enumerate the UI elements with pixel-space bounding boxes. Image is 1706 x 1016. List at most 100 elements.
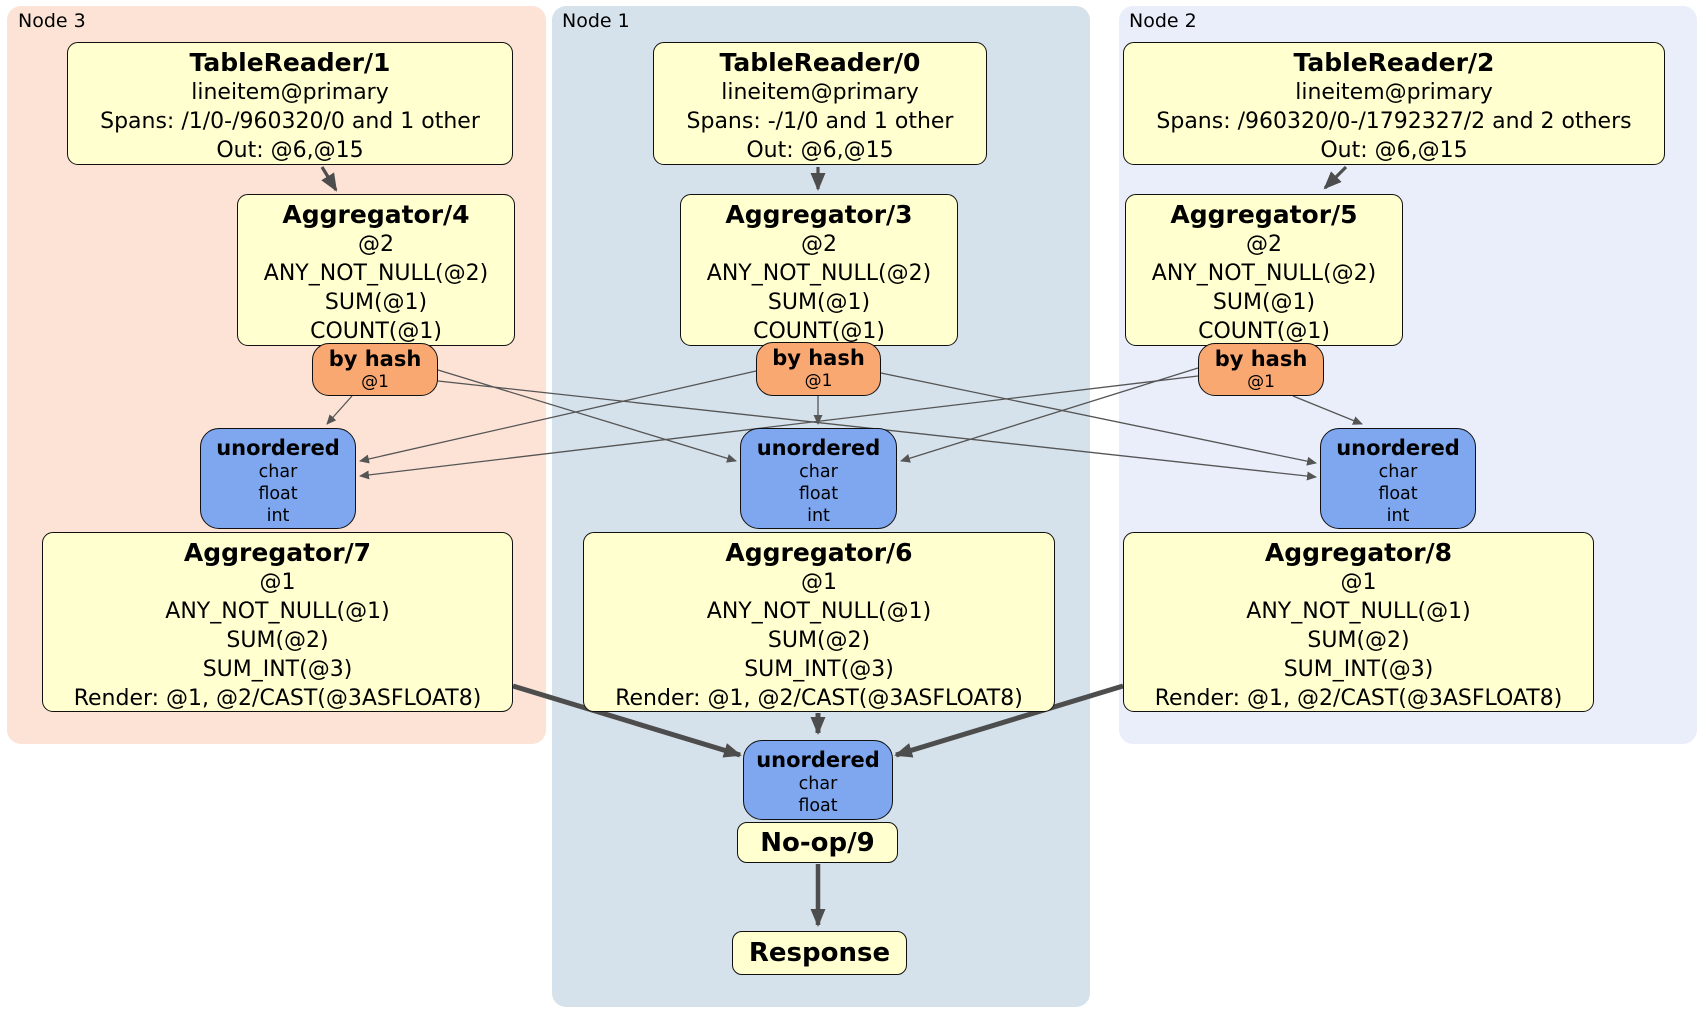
region-label-node2: Node 2: [1129, 10, 1197, 32]
processor-tablereader-2: TableReader/2 lineitem@primary Spans: /9…: [1123, 42, 1665, 165]
sync-unordered-final: unordered char float: [743, 740, 893, 820]
processor-tablereader-1: TableReader/1 lineitem@primary Spans: /1…: [67, 42, 513, 165]
processor-line: ANY_NOT_NULL(@2): [706, 261, 932, 286]
processor-aggregator-8: Aggregator/8 @1 ANY_NOT_NULL(@1) SUM(@2)…: [1123, 532, 1594, 712]
edge-hash3-unordered3: [326, 395, 353, 425]
edge-hash3-unordered1: [437, 369, 737, 463]
processor-line: SUM(@2): [1307, 628, 1410, 653]
processor-line: Out: @6,@15: [1320, 138, 1468, 163]
processor-line: SUM(@1): [767, 290, 871, 315]
processor-line: Spans: -/1/0 and 1 other: [686, 109, 954, 134]
processor-line: Spans: /960320/0-/1792327/2 and 2 others: [1156, 109, 1632, 134]
processor-line: lineitem@primary: [1295, 80, 1493, 105]
processor-aggregator-7: Aggregator/7 @1 ANY_NOT_NULL(@1) SUM(@2)…: [42, 532, 513, 712]
processor-tablereader-0: TableReader/0 lineitem@primary Spans: -/…: [653, 42, 987, 165]
processor-title: Aggregator/4: [282, 200, 470, 229]
processor-line: ANY_NOT_NULL(@2): [1151, 261, 1377, 286]
sync-title: unordered: [756, 436, 881, 460]
router-by-hash-node2: by hash @1: [1198, 343, 1324, 396]
processor-line: @1: [259, 570, 296, 595]
processor-line: SUM(@1): [1212, 290, 1316, 315]
router-detail: @1: [361, 372, 389, 392]
processor-line: ANY_NOT_NULL(@2): [263, 261, 489, 286]
edge-hash1-unordered2: [880, 372, 1317, 466]
processor-line: ANY_NOT_NULL(@1): [706, 599, 932, 624]
processor-title: Aggregator/3: [725, 200, 913, 229]
processor-line: SUM_INT(@3): [744, 657, 894, 682]
edge-tablereader2-aggregator5: [1323, 165, 1348, 190]
sync-line: int: [1386, 506, 1410, 526]
edge-tablereader1-aggregator4: [320, 166, 338, 192]
router-by-hash-node1: by hash @1: [756, 342, 881, 396]
processor-aggregator-3: Aggregator/3 @2 ANY_NOT_NULL(@2) SUM(@1)…: [680, 194, 958, 346]
sync-line: char: [1378, 462, 1418, 482]
processor-line: SUM(@2): [767, 628, 871, 653]
processor-line: COUNT(@1): [1198, 319, 1330, 344]
router-detail: @1: [804, 371, 833, 391]
processor-line: SUM(@2): [226, 628, 329, 653]
router-title: by hash: [328, 347, 422, 371]
processor-line: lineitem@primary: [191, 80, 389, 105]
processor-line: Out: @6,@15: [216, 138, 364, 163]
processor-noop-9: No-op/9: [737, 822, 898, 863]
processor-line: ANY_NOT_NULL(@1): [1246, 599, 1471, 624]
processor-aggregator-5: Aggregator/5 @2 ANY_NOT_NULL(@2) SUM(@1)…: [1125, 194, 1403, 346]
edge-aggregator7-unorderedfinal: [512, 683, 742, 758]
processor-title: No-op/9: [760, 827, 875, 858]
sync-line: int: [807, 506, 830, 526]
processor-line: Spans: /1/0-/960320/0 and 1 other: [100, 109, 480, 134]
sync-line: float: [798, 484, 839, 504]
region-label-node3: Node 3: [18, 10, 86, 32]
sync-line: float: [258, 484, 298, 504]
sync-line: char: [258, 462, 298, 482]
router-title: by hash: [1214, 347, 1308, 371]
processor-title: TableReader/0: [719, 48, 921, 77]
edge-hash2-unordered2: [1292, 395, 1363, 425]
processor-title: Response: [748, 938, 891, 968]
processor-aggregator-6: Aggregator/6 @1 ANY_NOT_NULL(@1) SUM(@2)…: [583, 532, 1055, 712]
sync-line: float: [1378, 484, 1418, 504]
sync-title: unordered: [216, 436, 340, 460]
processor-line: Render: @1, @2/CAST(@3ASFLOAT8): [615, 686, 1023, 711]
sync-unordered-node1: unordered char float int: [740, 428, 897, 529]
sync-line: char: [798, 774, 838, 794]
processor-title: TableReader/1: [189, 48, 391, 77]
processor-title: TableReader/2: [1293, 48, 1495, 77]
processor-line: COUNT(@1): [753, 319, 885, 344]
sync-title: unordered: [1336, 436, 1460, 460]
sync-line: float: [798, 796, 838, 816]
sync-unordered-node3: unordered char float int: [200, 428, 356, 529]
processor-line: Render: @1, @2/CAST(@3ASFLOAT8): [73, 686, 482, 711]
edge-hash2-unordered3: [359, 375, 1199, 480]
router-by-hash-node3: by hash @1: [312, 343, 438, 396]
processor-title: Aggregator/5: [1170, 200, 1358, 229]
edge-hash2-unordered1: [900, 367, 1199, 463]
processor-line: SUM(@1): [324, 290, 428, 315]
processor-title: Aggregator/6: [725, 538, 913, 567]
processor-line: @2: [801, 232, 837, 257]
processor-line: @1: [1340, 570, 1377, 595]
sync-title: unordered: [756, 748, 880, 772]
router-detail: @1: [1247, 372, 1275, 392]
processor-line: SUM_INT(@3): [202, 657, 353, 682]
processor-title: Aggregator/8: [1264, 538, 1453, 567]
response-node: Response: [732, 931, 907, 975]
processor-line: Render: @1, @2/CAST(@3ASFLOAT8): [1154, 686, 1563, 711]
sync-line: int: [266, 506, 290, 526]
processor-line: lineitem@primary: [721, 80, 919, 105]
sync-line: char: [799, 462, 838, 482]
processor-aggregator-4: Aggregator/4 @2 ANY_NOT_NULL(@2) SUM(@1)…: [237, 194, 515, 346]
processor-line: COUNT(@1): [310, 319, 442, 344]
sync-unordered-node2: unordered char float int: [1320, 428, 1476, 529]
edge-hash1-unordered3: [359, 370, 757, 464]
processor-line: ANY_NOT_NULL(@1): [165, 599, 390, 624]
processor-line: @2: [358, 232, 394, 257]
edge-aggregator8-unorderedfinal: [894, 683, 1124, 758]
processor-line: @2: [1246, 232, 1282, 257]
router-title: by hash: [772, 346, 865, 370]
region-label-node1: Node 1: [562, 10, 630, 32]
processor-line: SUM_INT(@3): [1283, 657, 1434, 682]
processor-title: Aggregator/7: [183, 538, 372, 567]
